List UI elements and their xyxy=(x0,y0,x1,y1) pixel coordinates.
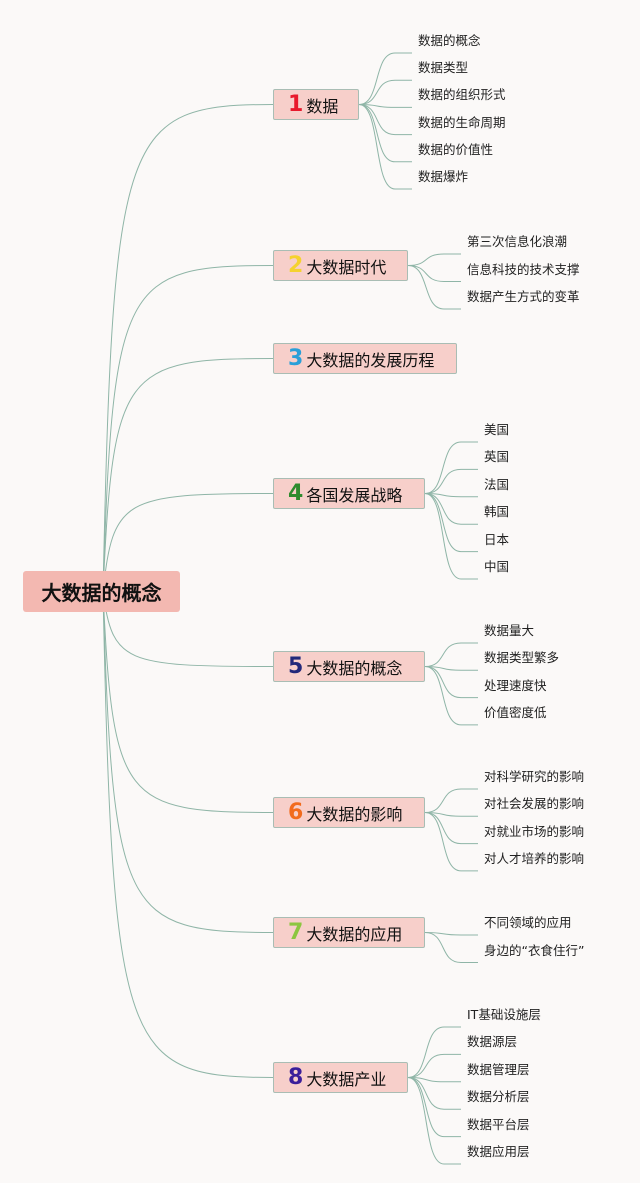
leaf-node[interactable]: 数据的生命周期 xyxy=(418,114,506,130)
branch-1-leaf-line xyxy=(358,104,412,163)
branch-1-leaf-line xyxy=(358,79,412,105)
root-to-branch-6-line xyxy=(102,591,274,813)
leaf-node[interactable]: 数据的概念 xyxy=(418,33,481,48)
branch-number: 1 xyxy=(288,91,304,117)
root-to-branch-7-line xyxy=(102,591,274,933)
branch-6-leaf-line xyxy=(424,788,478,813)
leaf-node[interactable]: 数据类型 xyxy=(418,60,469,76)
root-to-branch-5-line xyxy=(102,591,274,667)
branch-4-leaf-line xyxy=(424,493,478,580)
branch-4-leaf-line xyxy=(424,493,478,498)
branch-8-leaf-line xyxy=(407,1077,461,1138)
branch-6-leaf-line xyxy=(424,812,478,817)
leaf-node[interactable]: 数据分析层 xyxy=(467,1089,530,1105)
branch-6-leaf-line xyxy=(424,812,478,872)
branch-8-leaf-line xyxy=(407,1026,461,1078)
branch-title: 大数据的影响 xyxy=(306,804,403,824)
branch-number: 7 xyxy=(288,919,304,945)
leaf-node[interactable]: 数据应用层 xyxy=(467,1144,530,1159)
branch-8-leaf-line xyxy=(407,1077,461,1110)
leaf-node[interactable]: 数据爆炸 xyxy=(418,169,469,184)
leaf-node[interactable]: 数据管理层 xyxy=(467,1061,530,1077)
branch-4-leaf-line xyxy=(424,468,478,494)
leaf-node[interactable]: 数据的组织形式 xyxy=(418,87,506,103)
leaf-node[interactable]: 中国 xyxy=(484,559,510,574)
branch-2-leaf-line xyxy=(407,265,461,282)
leaf-node[interactable]: 数据类型繁多 xyxy=(484,650,560,666)
leaf-node[interactable]: 信息科技的技术支撑 xyxy=(467,261,580,277)
leaf-node[interactable]: 对社会发展的影响 xyxy=(484,796,585,812)
leaf-node[interactable]: 对人才培养的影响 xyxy=(484,850,585,866)
root-to-branch-2-line xyxy=(102,265,274,593)
branch-7-leaf-line xyxy=(424,932,478,963)
branch-7-leaf-line xyxy=(424,932,478,936)
branch-2-leaf-line xyxy=(407,253,461,266)
leaf-node[interactable]: 第三次信息化浪潮 xyxy=(467,234,568,249)
branch-title: 大数据产业 xyxy=(306,1069,387,1089)
leaf-node[interactable]: 数据源层 xyxy=(467,1034,518,1050)
leaf-node[interactable]: 对科学研究的影响 xyxy=(484,769,585,784)
branch-number: 5 xyxy=(288,653,304,679)
branch-number: 4 xyxy=(288,480,304,506)
branch-1-leaf-line xyxy=(358,104,412,108)
branch-title: 大数据的概念 xyxy=(306,658,403,678)
leaf-node[interactable]: 身边的“衣食住行” xyxy=(484,942,585,958)
leaf-node[interactable]: 不同领域的应用 xyxy=(484,915,572,930)
leaf-node[interactable]: 数据的价值性 xyxy=(418,141,494,157)
branch-8-leaf-line xyxy=(407,1077,461,1165)
leaf-node[interactable]: 数据产生方式的变革 xyxy=(467,289,580,304)
branch-1-leaf-line xyxy=(358,104,412,136)
branch-number: 6 xyxy=(288,799,304,825)
branch-1-leaf-line xyxy=(358,52,412,105)
branch-5-leaf-line xyxy=(424,666,478,699)
branch-8-leaf-line xyxy=(407,1053,461,1078)
root-title: 大数据的概念 xyxy=(41,581,162,605)
branch-2-leaf-line xyxy=(407,265,461,310)
branch-4-leaf-line xyxy=(424,493,478,553)
branch-title: 各国发展战略 xyxy=(306,485,403,505)
leaf-node[interactable]: 数据量大 xyxy=(484,623,535,638)
leaf-node[interactable]: IT基础设施层 xyxy=(467,1007,541,1022)
root-to-branch-3-line xyxy=(102,358,274,593)
branch-5-leaf-line xyxy=(424,642,478,667)
branch-title: 数据 xyxy=(306,96,339,116)
branch-number: 8 xyxy=(288,1064,304,1090)
branch-1-leaf-line xyxy=(358,104,412,190)
branch-title: 大数据的发展历程 xyxy=(306,350,435,370)
root-node[interactable]: 大数据的概念 xyxy=(23,571,180,612)
branch-5-leaf-line xyxy=(424,666,478,671)
branch-number: 3 xyxy=(288,345,304,371)
branch-number: 2 xyxy=(288,252,304,278)
branch-title: 大数据时代 xyxy=(306,257,387,277)
leaf-node[interactable]: 处理速度快 xyxy=(484,677,547,693)
leaf-node[interactable]: 美国 xyxy=(484,422,510,437)
leaf-node[interactable]: 法国 xyxy=(484,476,510,492)
leaf-node[interactable]: 数据平台层 xyxy=(467,1116,530,1132)
branch-5-leaf-line xyxy=(424,666,478,726)
leaf-node[interactable]: 英国 xyxy=(484,449,510,465)
leaf-node[interactable]: 价值密度低 xyxy=(484,704,547,720)
branch-6-leaf-line xyxy=(424,812,478,845)
root-to-branch-8-line xyxy=(102,591,274,1078)
leaf-node[interactable]: 对就业市场的影响 xyxy=(484,823,585,839)
branch-8-leaf-line xyxy=(407,1077,461,1083)
branch-title: 大数据的应用 xyxy=(306,924,403,944)
leaf-node[interactable]: 日本 xyxy=(484,531,510,547)
branch-4-leaf-line xyxy=(424,441,478,494)
root-to-branch-1-line xyxy=(102,104,274,593)
branch-4-leaf-line xyxy=(424,493,478,525)
root-to-branch-4-line xyxy=(102,493,274,593)
leaf-node[interactable]: 韩国 xyxy=(484,504,510,520)
